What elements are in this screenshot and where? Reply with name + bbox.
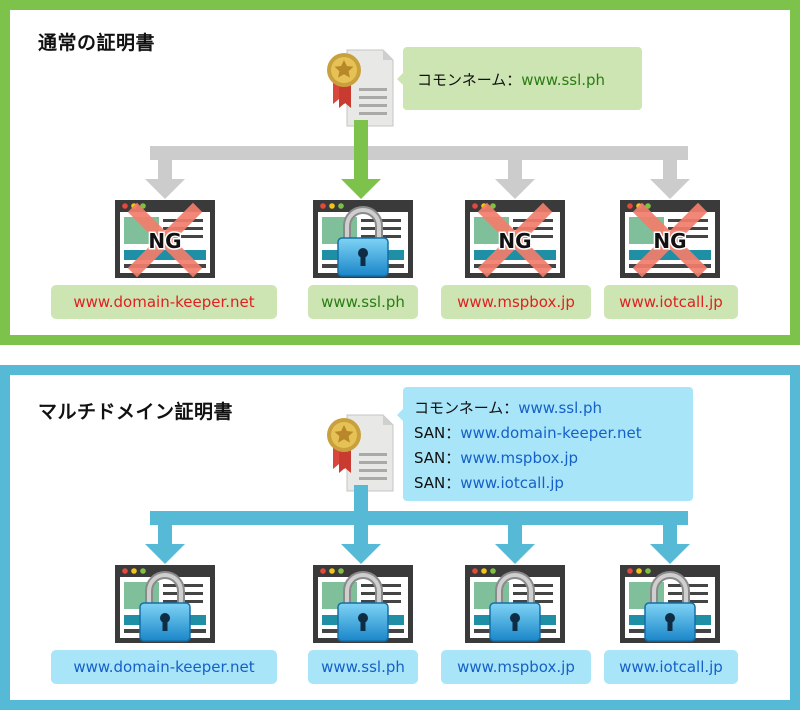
arrow-stem-2 — [354, 511, 368, 546]
arrow-stem-4 — [663, 511, 677, 546]
san-list-bubble: コモンネーム：www.ssl.ph SAN：www.domain-keeper.… — [397, 387, 693, 501]
arrow-stem-2 — [354, 120, 368, 181]
arrow-stem-3 — [508, 146, 522, 181]
horizontal-connector — [150, 511, 688, 525]
ng-cross-icon — [632, 202, 708, 278]
ng-cross-icon — [477, 202, 553, 278]
ng-mark: NG — [653, 229, 686, 253]
browser-ok — [313, 200, 413, 278]
arrow-stem-1 — [158, 146, 172, 181]
browser-ok-2 — [313, 565, 413, 643]
ng-mark: NG — [148, 229, 181, 253]
arrow-head-3 — [495, 179, 535, 199]
san-prefix: SAN： — [414, 449, 461, 467]
arrow-head-1 — [145, 544, 185, 564]
san-domain: www.mspbox.jp — [460, 449, 579, 467]
browser-ng-1: NG — [115, 200, 215, 278]
arrow-stem-4 — [663, 146, 677, 181]
domain-label-2: www.ssl.ph — [308, 650, 418, 684]
arrow-head-3 — [495, 544, 535, 564]
normal-certificate-panel: 通常の証明書 コモンネーム：www.ssl.ph NG NG — [0, 0, 800, 345]
san-line: SAN：www.domain-keeper.net — [414, 421, 693, 446]
common-name-domain: www.ssl.ph — [521, 71, 606, 89]
san-domain: www.ssl.ph — [518, 399, 603, 417]
domain-label-1: www.domain-keeper.net — [51, 650, 277, 684]
domain-label-3: www.mspbox.jp — [441, 285, 591, 319]
san-line: SAN：www.iotcall.jp — [414, 471, 693, 496]
arrow-head-2 — [341, 544, 381, 564]
domain-label-4: www.iotcall.jp — [604, 650, 738, 684]
arrow-head-4 — [650, 179, 690, 199]
domain-label-4: www.iotcall.jp — [604, 285, 738, 319]
san-prefix: コモンネーム： — [414, 399, 519, 417]
horizontal-connector — [150, 146, 688, 160]
san-domain: www.iotcall.jp — [460, 474, 564, 492]
domain-label-2: www.ssl.ph — [308, 285, 418, 319]
browser-ok-1 — [115, 565, 215, 643]
panel-title: マルチドメイン証明書 — [38, 401, 234, 423]
browser-ng-3: NG — [465, 200, 565, 278]
multi-domain-certificate-panel: マルチドメイン証明書 コモンネーム：www.ssl.ph SAN：www.dom… — [0, 365, 800, 710]
common-name-prefix: コモンネーム： — [417, 71, 522, 89]
arrow-head-1 — [145, 179, 185, 199]
arrow-head-2 — [341, 179, 381, 199]
arrow-head-4 — [650, 544, 690, 564]
arrow-stem-1 — [158, 511, 172, 546]
panel-title: 通常の証明書 — [38, 32, 156, 54]
arrow-stem-3 — [508, 511, 522, 546]
browser-ok-3 — [465, 565, 565, 643]
ng-mark: NG — [498, 229, 531, 253]
san-line: コモンネーム：www.ssl.ph — [414, 396, 693, 421]
domain-label-1: www.domain-keeper.net — [51, 285, 277, 319]
connector-arrows — [145, 485, 690, 564]
common-name-bubble: コモンネーム：www.ssl.ph — [397, 47, 642, 110]
san-domain: www.domain-keeper.net — [460, 424, 642, 442]
ng-cross-icon — [127, 202, 203, 278]
browser-ok-4 — [620, 565, 720, 643]
san-prefix: SAN： — [414, 474, 461, 492]
san-prefix: SAN： — [414, 424, 461, 442]
san-line: SAN：www.mspbox.jp — [414, 446, 693, 471]
browser-ng-4: NG — [620, 200, 720, 278]
domain-label-3: www.mspbox.jp — [441, 650, 591, 684]
connector-arrows — [145, 120, 690, 199]
